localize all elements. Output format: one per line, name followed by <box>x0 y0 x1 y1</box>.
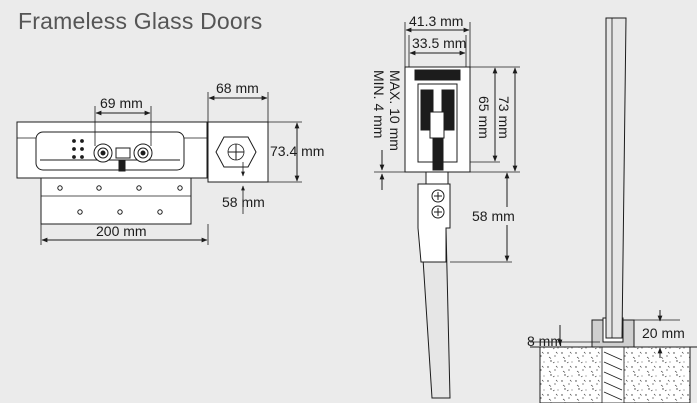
screw-top-icon <box>431 189 445 203</box>
carriage-side-view: 69 mm 200 mm <box>16 95 209 245</box>
page-title: Frameless Glass Doors <box>18 8 263 34</box>
screw-bottom-icon <box>431 205 445 219</box>
dim-track-outer-height: 73 mm <box>496 96 512 139</box>
dim-outer-width: 41.3 mm <box>409 13 463 29</box>
clamp-plate <box>40 177 192 225</box>
fixing-dots <box>72 139 84 159</box>
dim-track-inner-height: 65 mm <box>476 96 492 139</box>
plate-holes <box>57 185 183 215</box>
roller-right-icon <box>133 143 153 163</box>
dim-rail-length: 200 mm <box>96 223 147 239</box>
dim-min-gap: MIN. 4 mm <box>371 70 387 138</box>
clamp-body <box>417 183 451 263</box>
dim-clamp-height: 58 mm <box>472 208 515 224</box>
dim-track-height: 73.4 mm <box>270 143 324 159</box>
cross-section-view: 41.3 mm 33.5 mm MAX. 10 mm MIN. 4 mm 65 … <box>371 13 520 399</box>
dim-top-width: 68 mm <box>216 80 259 96</box>
dim-inner-width: 33.5 mm <box>412 35 466 51</box>
dim-max-gap: MAX. 10 mm <box>387 70 403 151</box>
glass-full <box>605 17 627 339</box>
dim-fixing-height: 58 mm <box>222 194 265 210</box>
dim-roller-spacing: 69 mm <box>100 95 143 111</box>
dim-floor-recess: 8 mm <box>527 333 562 349</box>
dim-guide-height: 20 mm <box>642 325 685 341</box>
roller-left-icon <box>93 143 113 163</box>
track-end-view: 68 mm 73.4 mm 58 mm <box>207 80 324 214</box>
floor-guide-view: 8 mm 20 mm <box>527 17 697 403</box>
